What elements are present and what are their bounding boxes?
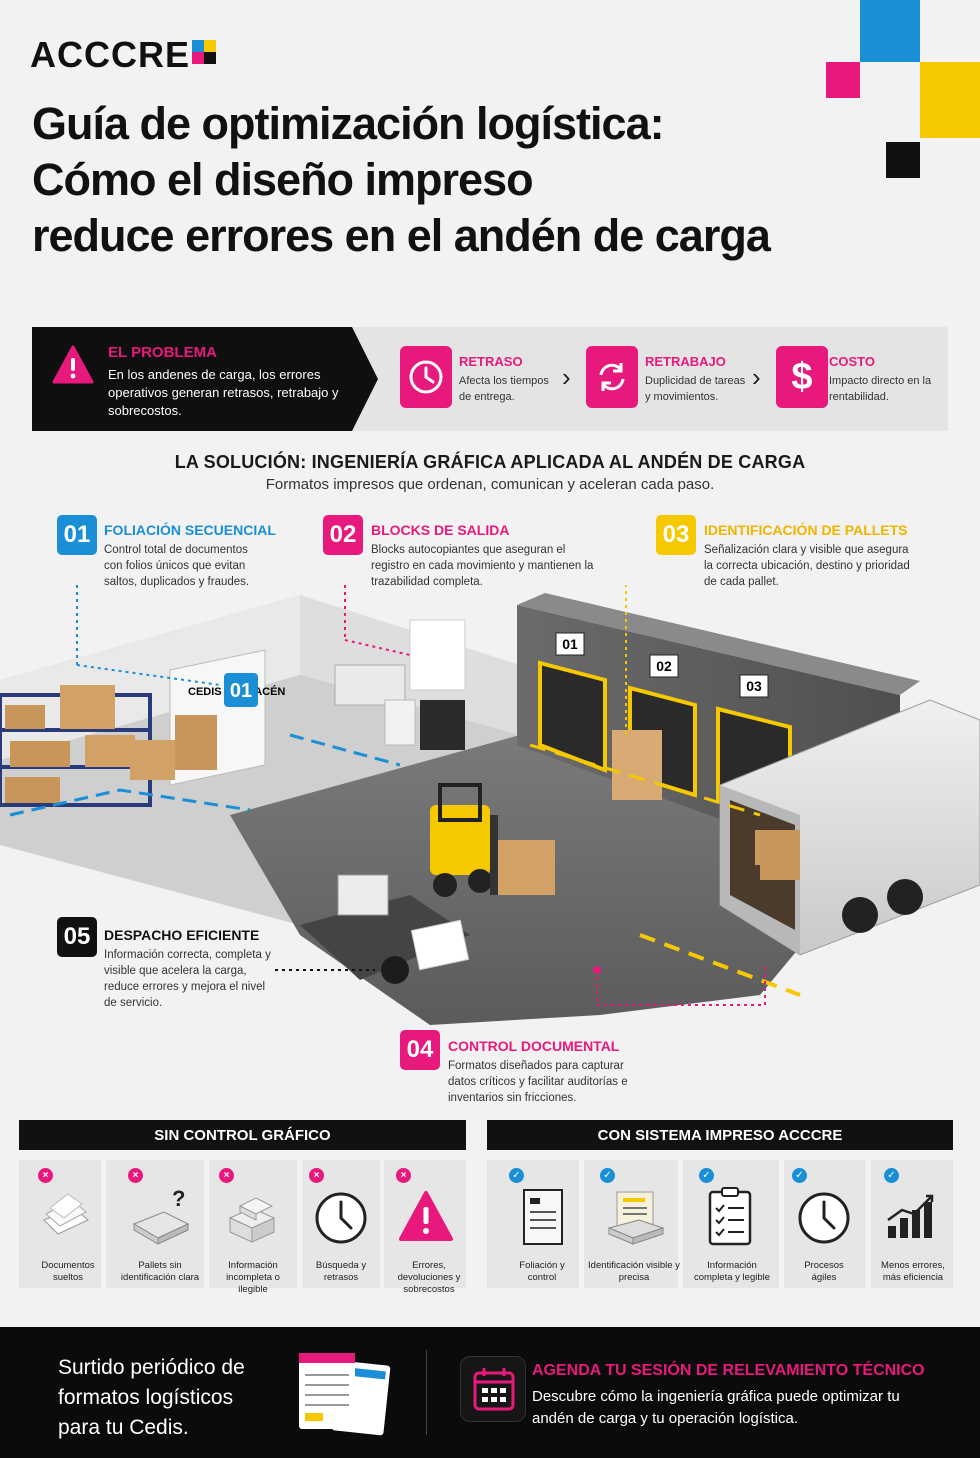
- wall-step-badge-text: 01: [230, 680, 252, 702]
- rework-badge: [586, 346, 638, 408]
- without-label: Información incompleta o ilegible: [226, 1260, 280, 1295]
- checklist-icon: [708, 1187, 752, 1246]
- with-label: Identificación visible y precisa: [588, 1260, 680, 1283]
- cta-text: Descubre cómo la ingeniería gráfica pued…: [532, 1388, 900, 1427]
- forklift: [430, 783, 498, 897]
- solution-title: LA SOLUCIÓN: INGENIERÍA GRÁFICA APLICADA…: [174, 452, 806, 472]
- door-label: 01: [562, 636, 578, 652]
- brand-name: ACCCRE: [30, 34, 191, 75]
- door-label: 03: [746, 678, 762, 694]
- loading-dock-illustration: 01 02 03 CEDIS / ALMACÉN 01: [0, 585, 980, 1025]
- solution-subtitle: Formatos impresos que ordenan, comunican…: [265, 476, 715, 493]
- cta-title[interactable]: AGENDA TU SESIÓN DE RELEVAMIENTO TÉCNICO: [532, 1362, 925, 1379]
- deco-square-yellow: [920, 62, 980, 138]
- clock-icon: [409, 360, 443, 394]
- without-label: Documentos sueltos: [41, 1260, 95, 1283]
- svg-text:?: ?: [172, 1186, 185, 1211]
- step-02-badge: 02: [323, 515, 363, 555]
- problem-arrow: [352, 327, 378, 431]
- step-04-text: Formatos diseñados para capturar datos c…: [448, 1060, 628, 1104]
- footer-supply-text: Surtido periódico de formatos logísticos…: [58, 1356, 245, 1439]
- title-line-3: reduce errores en el andén de carga: [32, 210, 771, 261]
- step-03-text: Señalización clara y visible que asegura…: [704, 544, 910, 588]
- boxes-icon: [228, 1197, 276, 1243]
- with-label: Menos errores, más eficiencia: [881, 1260, 945, 1283]
- chevron-right-icon: ›: [752, 362, 761, 392]
- calendar-icon: [473, 1368, 515, 1411]
- without-label: Errores, devoluciones y sobrecostos: [397, 1260, 461, 1295]
- with-label: Procesos ágiles: [804, 1260, 844, 1283]
- title-line-1: Guía de optimización logística:: [32, 98, 665, 149]
- loose-papers-icon: [43, 1193, 89, 1235]
- cost-text: Impacto directo en la rentabilidad.: [829, 375, 932, 403]
- labeled-pallet-icon: [607, 1191, 665, 1245]
- check-mark-icon: ✓: [600, 1168, 615, 1183]
- warning-icon: [52, 345, 94, 384]
- delay-badge: [400, 346, 452, 408]
- clock-icon: [798, 1192, 850, 1244]
- rework-text: Duplicidad de tareas y movimientos.: [645, 375, 746, 403]
- without-label: Pallets sin identificación clara: [120, 1260, 200, 1283]
- office-desk: [334, 619, 466, 750]
- delay-title: RETRASO: [459, 354, 523, 369]
- page-title: Guía de optimización logística: Cómo el …: [32, 96, 852, 264]
- check-mark-icon: ✓: [792, 1168, 807, 1183]
- check-mark-icon: ✓: [699, 1168, 714, 1183]
- deco-square-cyan: [860, 0, 920, 62]
- shelving: [0, 685, 152, 807]
- footer-divider: [426, 1350, 427, 1435]
- brand-logo: ACCCRE: [30, 34, 222, 76]
- forms-stack-icon: [299, 1353, 391, 1436]
- growth-chart-icon: [887, 1194, 934, 1238]
- step-03-title: IDENTIFICACIÓN DE PALLETS: [704, 522, 908, 538]
- cost-badge: $: [776, 346, 828, 408]
- with-label: Información completa y legible: [693, 1260, 771, 1283]
- x-mark-icon: ×: [219, 1168, 234, 1183]
- chevron-right-icon: ›: [562, 362, 571, 392]
- without-label: Búsqueda y retrasos: [315, 1260, 367, 1283]
- step-04-badge: 04: [400, 1030, 440, 1070]
- boxes: [130, 715, 800, 895]
- clock-icon: [315, 1192, 367, 1244]
- step-05-title: DESPACHO EFICIENTE: [104, 927, 260, 943]
- brand-mark: [192, 40, 222, 70]
- step-01-badge: 01: [57, 515, 97, 555]
- step-04-title: CONTROL DOCUMENTAL: [448, 1038, 620, 1054]
- calendar-icon-box: [460, 1356, 526, 1422]
- step-05-badge: 05: [57, 917, 97, 957]
- step-02-title: BLOCKS DE SALIDA: [371, 522, 510, 538]
- deco-square-black: [886, 142, 920, 178]
- step-03-badge: 03: [656, 515, 696, 555]
- with-acccre-header: CON SISTEMA IMPRESO ACCCRE: [487, 1120, 953, 1150]
- warning-icon: [399, 1191, 453, 1241]
- dollar-icon: $: [791, 355, 813, 398]
- x-mark-icon: ×: [396, 1168, 411, 1183]
- check-mark-icon: ✓: [509, 1168, 524, 1183]
- x-mark-icon: ×: [128, 1168, 143, 1183]
- wall-step-badge: [224, 673, 258, 707]
- step-01-title: FOLIACIÓN SECUENCIAL: [104, 522, 276, 538]
- check-mark-icon: ✓: [884, 1168, 899, 1183]
- step-05-text: Información correcta, completa y visible…: [104, 949, 271, 1009]
- pallet-question-icon: ?: [132, 1186, 190, 1245]
- x-mark-icon: ×: [38, 1168, 53, 1183]
- x-mark-icon: ×: [309, 1168, 324, 1183]
- step-02-text: Blocks autocopiantes que aseguran el reg…: [371, 544, 594, 588]
- numbered-form-icon: [523, 1189, 563, 1245]
- refresh-icon: [599, 363, 625, 391]
- problem-title: EL PROBLEMA: [108, 344, 217, 361]
- delay-text: Afecta los tiempos de entrega.: [459, 375, 549, 403]
- dispatch-desk: [300, 874, 470, 984]
- problem-text: En los andenes de carga, los errores ope…: [108, 367, 339, 418]
- door-label: 02: [656, 658, 672, 674]
- cost-title: COSTO: [829, 354, 875, 369]
- deco-square-magenta: [826, 62, 860, 98]
- step-01-text: Control total de documentos con folios ú…: [104, 544, 250, 588]
- rework-title: RETRABAJO: [645, 354, 726, 369]
- without-control-header: SIN CONTROL GRÁFICO: [19, 1120, 466, 1150]
- with-label: Foliación y control: [519, 1260, 565, 1283]
- title-line-2: Cómo el diseño impreso: [32, 154, 534, 205]
